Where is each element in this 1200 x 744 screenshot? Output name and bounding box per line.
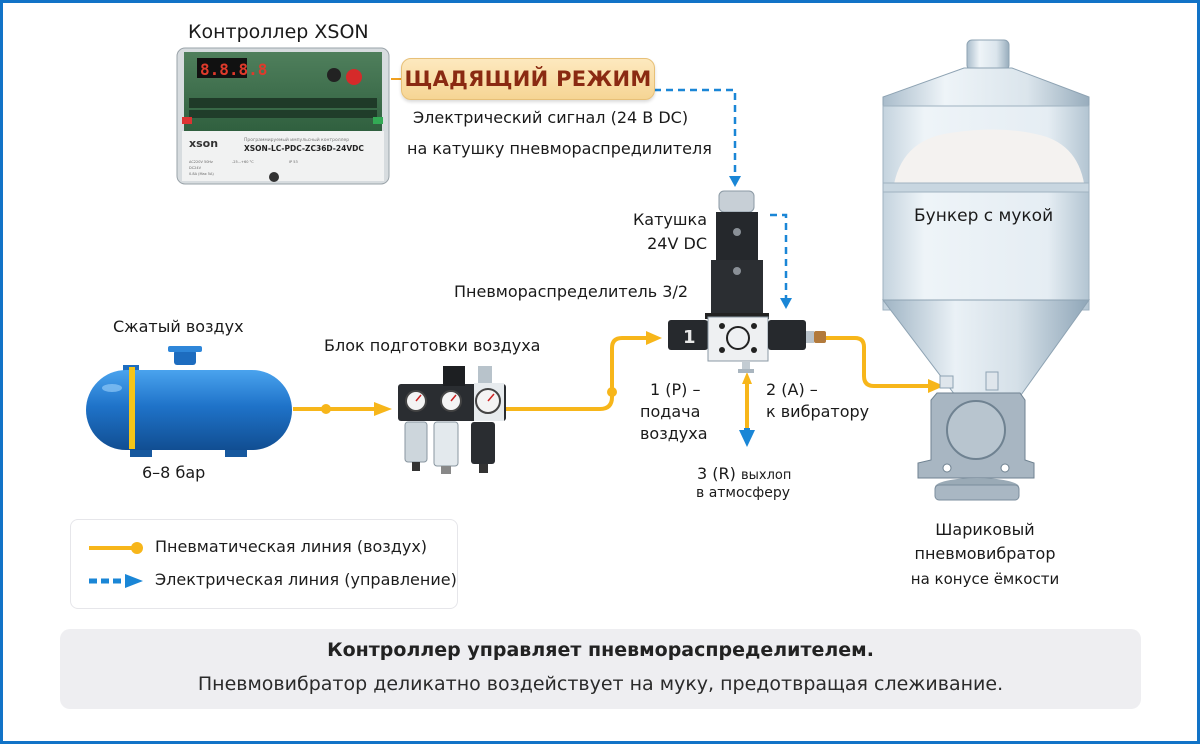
- port-p-line1: 1 (P) –: [650, 380, 701, 399]
- port-r-line2: в атмосферу: [696, 485, 791, 501]
- air-preparation-unit: [398, 366, 506, 474]
- valve-port-number: 1: [683, 327, 696, 348]
- port-p-line2: подача: [640, 402, 701, 421]
- summary-box: Контроллер управляет пневмораспределител…: [60, 629, 1141, 709]
- svg-text:DC24V: DC24V: [189, 166, 202, 170]
- pneumatic-line-swatch-icon: [87, 540, 145, 554]
- port-a-line2: к вибратору: [766, 402, 870, 421]
- svg-text:AC220V 50Hz: AC220V 50Hz: [189, 160, 213, 164]
- coil-label-line2: 24V DC: [647, 234, 707, 253]
- controller-subtitle: Программируемый импульсный контроллер: [244, 136, 349, 143]
- ball-vibrator: [917, 371, 1035, 501]
- summary-line2: Пневмовибратор деликатно воздействует на…: [197, 673, 1004, 695]
- vibrator-line2: пневмовибратор: [914, 544, 1056, 563]
- electric-line-coil: [770, 213, 788, 300]
- svg-text:-25...+60 °C: -25...+60 °C: [232, 160, 254, 164]
- port-r-line1: 3 (R) выхлоп: [697, 464, 791, 483]
- frl-title: Блок подготовки воздуха: [324, 336, 541, 355]
- tank-title: Сжатый воздух: [113, 317, 244, 336]
- coil-label-line1: Катушка: [632, 210, 707, 229]
- electric-arrow-head: [729, 176, 741, 187]
- valve-label: Пневмораспределитель 3/2: [454, 282, 689, 301]
- controller-display: 8.8.8.8: [200, 60, 267, 79]
- pneumatic-joint: [607, 387, 617, 397]
- vibrator-line3: на конусе ёмкости: [910, 570, 1060, 588]
- pneumatic-arrow-head: [928, 379, 944, 393]
- controller-specs: AC220V 50Hz DC24V 0.8A (Max 5A) -25...+6…: [189, 160, 298, 176]
- controller-model: XSON-LC-PDC-ZC36D-24VDC: [244, 144, 364, 153]
- tank-pressure: 6–8 бар: [142, 463, 206, 482]
- legend-item-pneumatic: Пневматическая линия (воздух): [87, 537, 427, 556]
- pneumatic-line-frl-to-valve: [505, 336, 650, 411]
- controller-brand: xson: [189, 137, 218, 150]
- port-r-exhaust: выхлоп: [740, 468, 792, 483]
- legend-label: Электрическая линия (управление): [155, 570, 457, 589]
- legend-label: Пневматическая линия (воздух): [155, 537, 428, 556]
- controller-device: 8.8.8.8 xson Программируемый импульсный …: [176, 47, 390, 185]
- port-r-number: 3 (R): [697, 464, 736, 483]
- summary-line1: Контроллер управляет пневмораспределител…: [327, 639, 874, 661]
- electric-line-signal: [654, 88, 737, 178]
- solenoid-valve: 1: [668, 190, 826, 373]
- svg-text:IP 53: IP 53: [289, 160, 298, 164]
- electric-line-swatch-icon: [87, 573, 145, 588]
- port-a-line1: 2 (A) –: [766, 380, 818, 399]
- pneumatic-arrow-head: [646, 331, 662, 345]
- hopper-label: Бункер с мукой: [914, 206, 1054, 226]
- signal-label-line1: Электрический сигнал (24 В DC): [413, 108, 689, 127]
- mode-badge: ЩАДЯЩИЙ РЕЖИМ: [401, 58, 655, 100]
- compressed-air-tank: [86, 346, 292, 457]
- electric-arrow-head: [780, 298, 792, 309]
- exhaust-arrow-icon: [739, 430, 755, 447]
- controller-title: Контроллер XSON: [188, 21, 369, 43]
- svg-text:0.8A (Max 5A): 0.8A (Max 5A): [189, 172, 214, 176]
- flour-hopper: [881, 39, 1090, 409]
- port-p-line3: воздуха: [640, 424, 708, 443]
- legend: Пневматическая линия (воздух) Электричес…: [70, 519, 458, 609]
- pneumatic-line-tank-to-frl: [293, 402, 392, 416]
- vibrator-line1: Шариковый: [935, 520, 1035, 539]
- pneumatic-arrow-head: [742, 372, 752, 384]
- signal-label-line2: на катушку пневмораспредилителя: [407, 139, 712, 158]
- legend-item-electric: Электрическая линия (управление): [87, 570, 457, 589]
- pneumatic-line-valve-to-vibrator: [826, 336, 930, 388]
